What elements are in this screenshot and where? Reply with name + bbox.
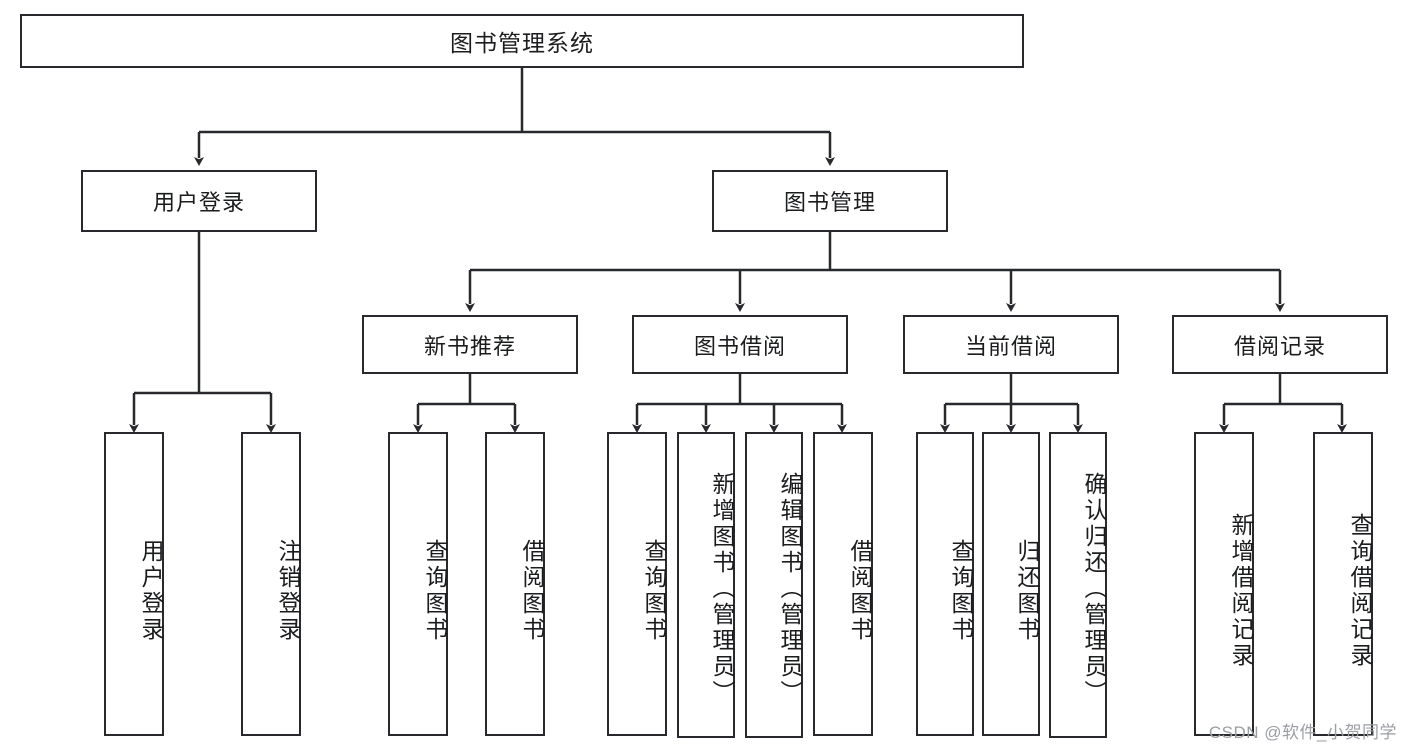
leaf-query-book-1-label: 查询图书 (422, 539, 448, 643)
leaf-query-book-3[interactable]: 查询图书 (916, 432, 974, 736)
leaf-borrow-book-1-label: 借阅图书 (519, 539, 545, 643)
leaf-return-book-label: 归还图书 (1014, 539, 1040, 643)
node-book-manage[interactable]: 图书管理 (712, 170, 948, 232)
leaf-add-book[interactable]: 新增图书（管理员） (677, 432, 735, 738)
leaf-confirm-return[interactable]: 确认归还（管理员） (1049, 432, 1107, 738)
leaf-logout-login[interactable]: 注销登录 (241, 432, 301, 736)
node-borrow-record[interactable]: 借阅记录 (1172, 315, 1388, 374)
leaf-add-record[interactable]: 新增借阅记录 (1194, 432, 1254, 736)
leaf-return-book[interactable]: 归还图书 (982, 432, 1040, 736)
node-book-borrow-label: 图书借阅 (693, 333, 786, 359)
leaf-query-book-1[interactable]: 查询图书 (388, 432, 448, 736)
node-new-book-recommend[interactable]: 新书推荐 (362, 315, 578, 374)
leaf-add-book-label: 新增图书（管理员） (709, 472, 735, 706)
node-root-system-label: 图书管理系统 (450, 30, 594, 56)
node-root-system[interactable]: 图书管理系统 (20, 14, 1024, 68)
node-user-login[interactable]: 用户登录 (81, 170, 317, 232)
node-book-borrow[interactable]: 图书借阅 (632, 315, 848, 374)
leaf-borrow-book-2[interactable]: 借阅图书 (813, 432, 873, 736)
node-new-book-recommend-label: 新书推荐 (423, 333, 516, 359)
leaf-query-record[interactable]: 查询借阅记录 (1313, 432, 1373, 736)
leaf-logout-login-label: 注销登录 (275, 539, 301, 643)
leaf-query-book-3-label: 查询图书 (948, 539, 974, 643)
leaf-edit-book-label: 编辑图书（管理员） (777, 472, 803, 706)
leaf-user-login-label: 用户登录 (138, 539, 164, 643)
node-current-borrow[interactable]: 当前借阅 (903, 315, 1119, 374)
leaf-borrow-book-2-label: 借阅图书 (847, 539, 873, 643)
leaf-query-book-2[interactable]: 查询图书 (607, 432, 667, 736)
leaf-add-record-label: 新增借阅记录 (1228, 513, 1254, 669)
leaf-query-record-label: 查询借阅记录 (1347, 513, 1373, 669)
node-borrow-record-label: 借阅记录 (1233, 333, 1326, 359)
leaf-borrow-book-1[interactable]: 借阅图书 (485, 432, 545, 736)
leaf-edit-book[interactable]: 编辑图书（管理员） (745, 432, 803, 738)
leaf-confirm-return-label: 确认归还（管理员） (1081, 472, 1107, 706)
node-current-borrow-label: 当前借阅 (964, 333, 1057, 359)
node-user-login-label: 用户登录 (152, 190, 245, 215)
watermark-text: CSDN @软件_小贺同学 (1208, 723, 1397, 742)
leaf-user-login[interactable]: 用户登录 (104, 432, 164, 736)
leaf-query-book-2-label: 查询图书 (641, 539, 667, 643)
node-book-manage-label: 图书管理 (783, 190, 876, 215)
